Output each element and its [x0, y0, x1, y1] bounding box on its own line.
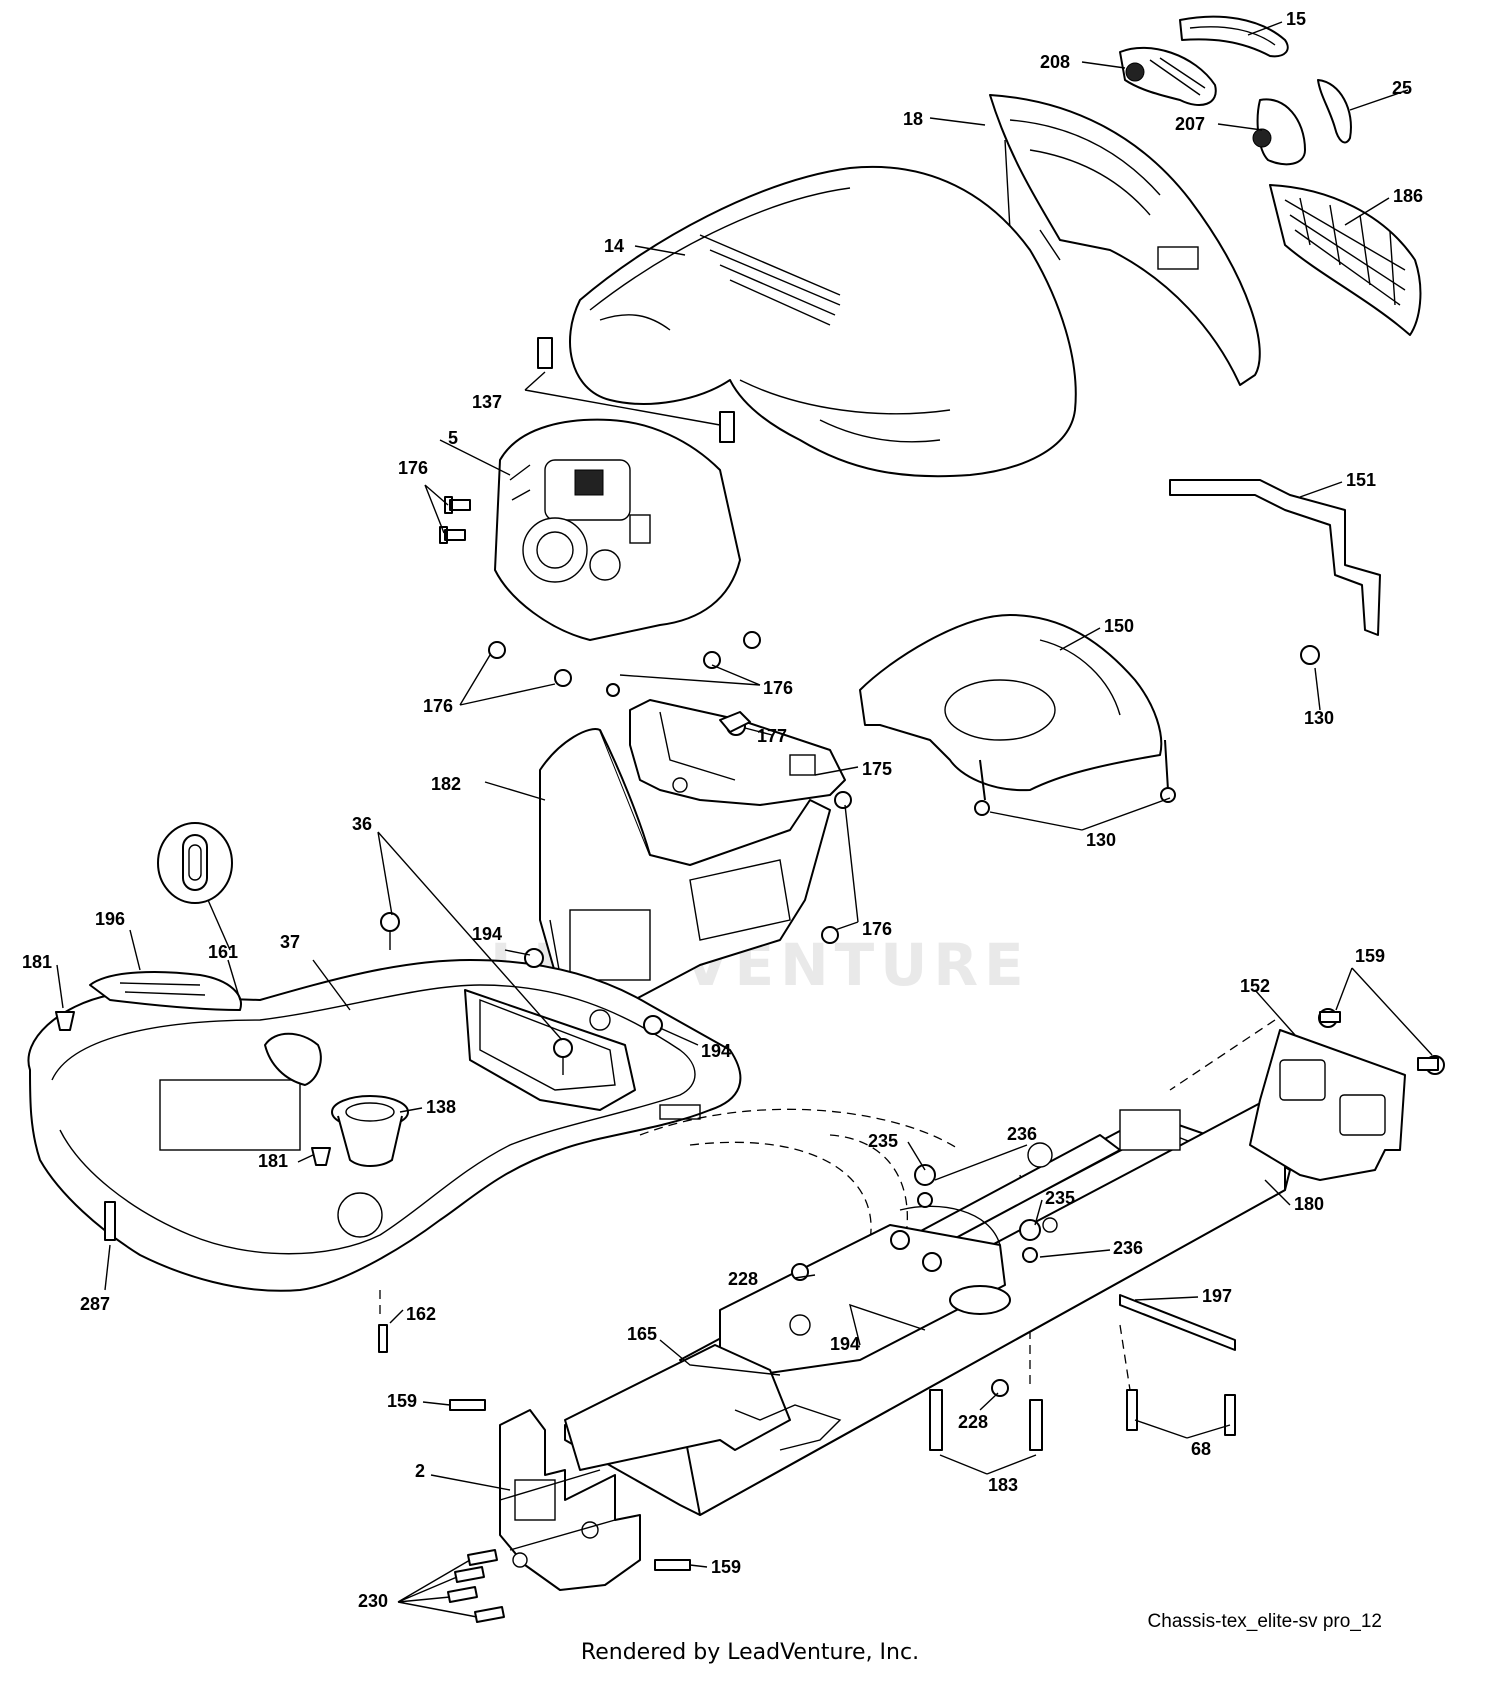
- callout-36: 36: [352, 814, 372, 834]
- callout-162: 162: [406, 1304, 436, 1324]
- callout-2: 2: [415, 1461, 425, 1481]
- callout-176-console-left: 176: [423, 696, 453, 716]
- frame-side-plate: [564, 1344, 842, 1471]
- rendered-by-footer: Rendered by LeadVenture, Inc.: [580, 1640, 920, 1665]
- front-axle-bracket: [499, 1409, 641, 1591]
- grille-bracket: [1169, 479, 1381, 665]
- callout-180: 180: [1294, 1194, 1324, 1214]
- callout-130-shroud: 130: [1086, 830, 1116, 850]
- callout-197: 197: [1202, 1286, 1232, 1306]
- callout-176-dash: 176: [398, 458, 428, 478]
- callout-159-rear: 159: [1355, 946, 1385, 966]
- callout-159-bracket: 159: [711, 1557, 741, 1577]
- callout-68: 68: [1191, 1439, 1211, 1459]
- callout-137: 137: [472, 392, 502, 412]
- callout-18: 18: [903, 109, 923, 129]
- callout-236-lower: 236: [1113, 1238, 1143, 1258]
- callout-196: 196: [95, 909, 125, 929]
- callout-14: 14: [604, 236, 624, 256]
- callout-37: 37: [280, 932, 300, 952]
- fuel-tank-shroud: [859, 614, 1176, 816]
- callout-228-lower: 228: [958, 1412, 988, 1432]
- callout-130-bracket: 130: [1304, 708, 1334, 728]
- callout-5: 5: [448, 428, 458, 448]
- callout-194-upper: 194: [472, 924, 502, 944]
- callout-177: 177: [757, 726, 787, 746]
- headlight-left: [1119, 46, 1217, 106]
- fender-fasteners: [55, 912, 663, 1353]
- headlight-right: [1252, 98, 1306, 166]
- headlight-lens-top: [1179, 15, 1289, 58]
- dash-screws: [439, 496, 761, 697]
- callout-150: 150: [1104, 616, 1134, 636]
- callout-186: 186: [1393, 186, 1423, 206]
- callout-176-lower: 176: [862, 919, 892, 939]
- hood-tabs: [537, 337, 735, 443]
- callout-25: 25: [1392, 78, 1412, 98]
- wire-clip: [719, 711, 751, 733]
- axle-bracket-bolts: [447, 1549, 505, 1623]
- callout-138: 138: [426, 1097, 456, 1117]
- frame-bolts: [449, 1011, 1439, 1571]
- callout-235-lower: 235: [1045, 1188, 1075, 1208]
- callout-161: 161: [208, 942, 238, 962]
- callout-181-center: 181: [258, 1151, 288, 1171]
- callout-182: 182: [431, 774, 461, 794]
- callout-176-console-right: 176: [763, 678, 793, 698]
- callout-151: 151: [1346, 470, 1376, 490]
- drawing-name: Chassis-tex_elite-sv pro_12: [1147, 1611, 1382, 1632]
- front-grille-housing: [989, 94, 1261, 386]
- callout-labels: 15 208 25 18 207 186 14 137 5 176 151 17…: [22, 9, 1423, 1611]
- callout-235-upper: 235: [868, 1131, 898, 1151]
- callout-208: 208: [1040, 52, 1070, 72]
- rear-hitch-plate: [1249, 1008, 1445, 1181]
- callout-165: 165: [627, 1324, 657, 1344]
- fender-cover: [89, 971, 242, 1011]
- callout-194-lower: 194: [830, 1334, 860, 1354]
- callout-152: 152: [1240, 976, 1270, 996]
- callout-183: 183: [988, 1475, 1018, 1495]
- lower-console: [539, 728, 852, 1019]
- callout-leaders: [56, 21, 1433, 1618]
- callout-287: 287: [80, 1294, 110, 1314]
- seat-switch-inset: [157, 822, 322, 1086]
- callout-175: 175: [862, 759, 892, 779]
- callout-236-upper: 236: [1007, 1124, 1037, 1144]
- bulb-cover: [1317, 79, 1352, 144]
- dash-console: [494, 418, 741, 641]
- callout-181-left: 181: [22, 952, 52, 972]
- callout-194-right: 194: [701, 1041, 731, 1061]
- callout-230: 230: [358, 1591, 388, 1611]
- grille-mesh: [1269, 184, 1422, 336]
- callout-15: 15: [1286, 9, 1306, 29]
- callout-228-upper: 228: [728, 1269, 758, 1289]
- callout-159-front: 159: [387, 1391, 417, 1411]
- hood: [569, 165, 1077, 478]
- callout-207: 207: [1175, 114, 1205, 134]
- main-frame: [564, 1089, 1291, 1516]
- shift-boot: [331, 1095, 409, 1167]
